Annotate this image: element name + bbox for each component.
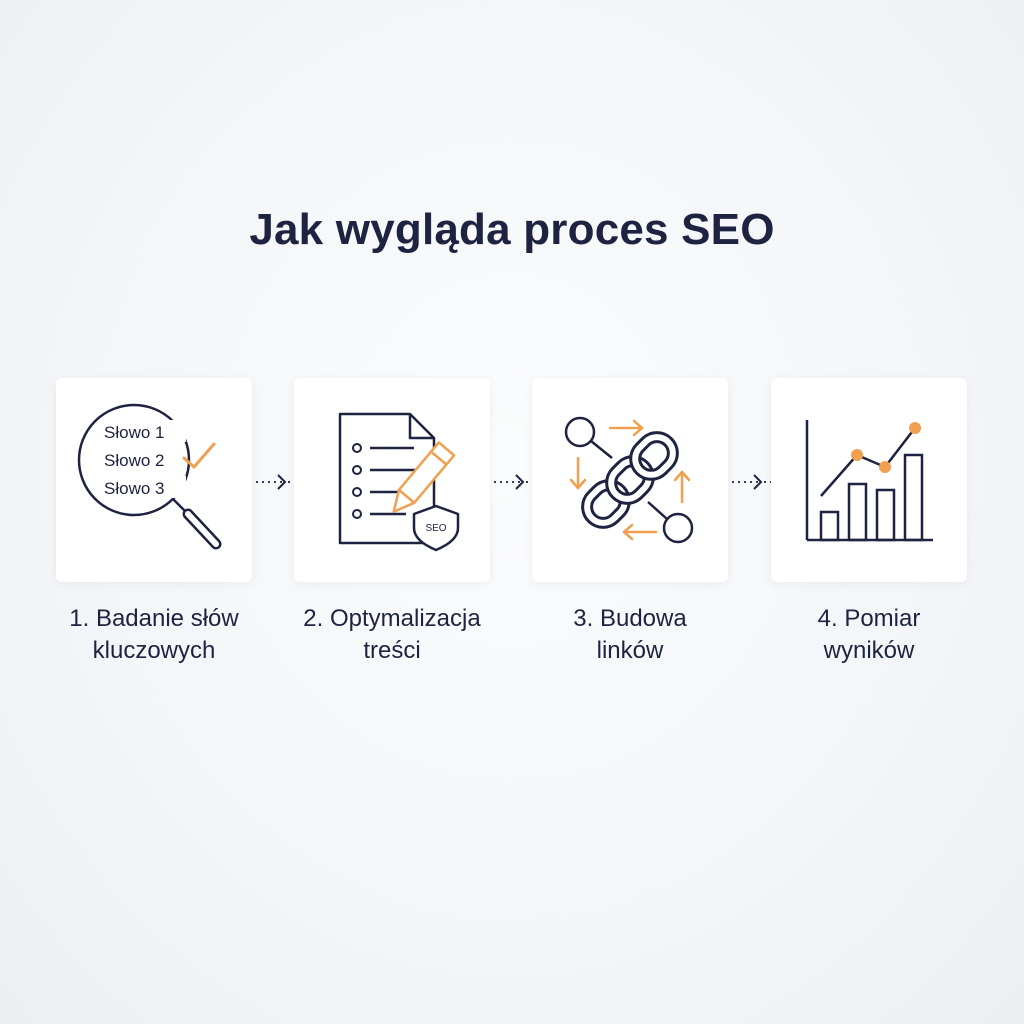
page-title: Jak wygląda proces SEO xyxy=(249,205,775,254)
step-label-3-line2: linków xyxy=(596,637,664,664)
chain-links-icon xyxy=(564,416,694,544)
shield-icon xyxy=(412,504,460,552)
step-card-content-optimization: SEO xyxy=(294,378,490,582)
seo-badge: SEO xyxy=(425,523,446,534)
step-label-2-line2: treści xyxy=(363,637,421,664)
step-label-4: 4. Pomiar wyników xyxy=(749,603,989,667)
growth-chart-icon xyxy=(805,420,933,542)
step-card-link-building xyxy=(532,378,728,582)
document-pencil-icon: SEO xyxy=(338,412,460,552)
step-label-3-line1: 3. Budowa xyxy=(573,605,687,632)
pencil-icon xyxy=(392,441,456,513)
step-label-1-line2: kluczowych xyxy=(92,637,216,664)
step-label-4-line1: 4. Pomiar xyxy=(817,605,921,632)
step-label-3: 3. Budowa linków xyxy=(510,603,750,667)
data-point-icon xyxy=(909,422,921,434)
step-label-2: 2. Optymalizacja treści xyxy=(272,603,512,667)
node-icon xyxy=(564,416,596,448)
data-point-icon xyxy=(851,449,863,461)
step-label-2-line1: 2. Optymalizacja xyxy=(303,605,481,632)
step-label-1: 1. Badanie słów kluczowych xyxy=(34,603,274,667)
arrow-connector xyxy=(732,474,772,490)
keyword-1: Słowo 1 xyxy=(104,423,164,442)
keyword-2: Słowo 2 xyxy=(104,451,164,470)
arrow-connector xyxy=(256,474,296,490)
step-label-1-line1: 1. Badanie słów xyxy=(69,605,239,632)
checkmark-icon xyxy=(182,442,216,469)
magnifier-keywords-icon: Słowo 1 Słowo 2 Słowo 3 xyxy=(77,403,222,550)
step-label-4-line2: wyników xyxy=(823,637,915,664)
keyword-3: Słowo 3 xyxy=(104,479,164,498)
step-card-keyword-research: Słowo 1 Słowo 2 Słowo 3 xyxy=(56,378,252,582)
data-point-icon xyxy=(879,461,891,473)
node-icon xyxy=(662,512,694,544)
step-card-results-measurement xyxy=(771,378,967,582)
arrow-connector xyxy=(494,474,534,490)
